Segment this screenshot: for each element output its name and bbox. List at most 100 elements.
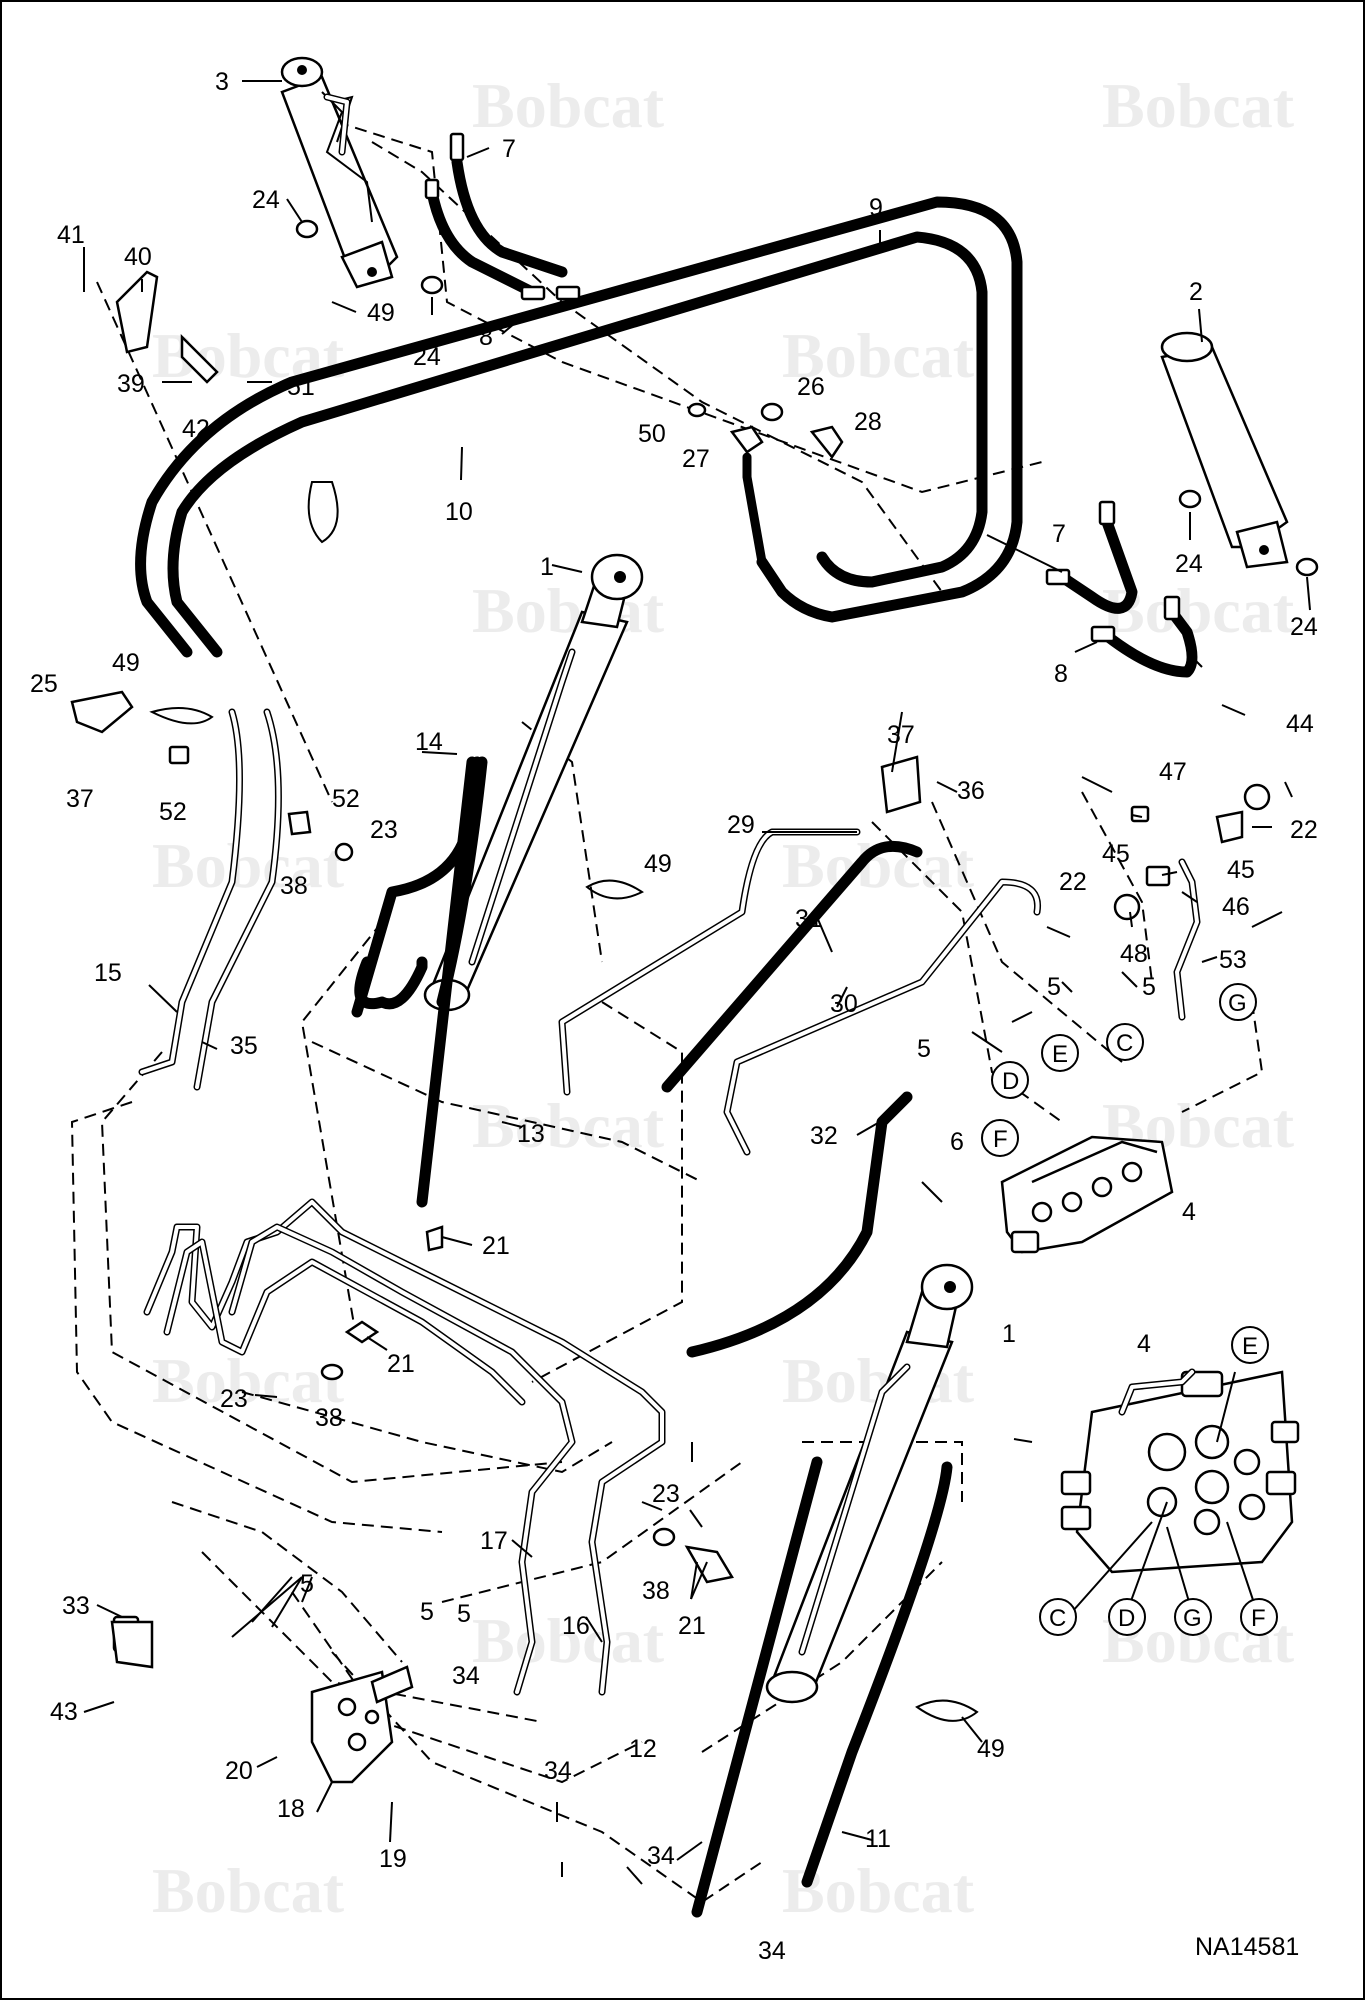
callout-22: 22 — [1290, 816, 1318, 844]
port-ref-f: F — [993, 1126, 1008, 1153]
watermark-layer: Bobcat Bobcat Bobcat Bobcat Bobcat Bobca… — [152, 70, 1295, 1926]
callout-52: 52 — [159, 798, 187, 826]
callout-5: 5 — [917, 1035, 931, 1063]
port-ref-g: G — [1228, 990, 1247, 1017]
callout-42: 42 — [182, 415, 210, 443]
callout-37: 37 — [887, 721, 915, 749]
callout-17: 17 — [480, 1527, 508, 1555]
callout-14: 14 — [415, 728, 443, 756]
callout-11: 11 — [865, 1825, 891, 1853]
callout-34: 34 — [758, 1937, 786, 1965]
callout-32: 32 — [810, 1122, 838, 1150]
callout-6: 6 — [950, 1128, 964, 1156]
callout-24: 24 — [252, 186, 280, 214]
callout-5: 5 — [457, 1600, 471, 1628]
port-ref-c: C — [1049, 1605, 1066, 1632]
callout-23: 23 — [652, 1480, 680, 1508]
callout-45: 45 — [1227, 856, 1255, 884]
callout-1: 1 — [1002, 1320, 1016, 1348]
callout-5: 5 — [420, 1598, 434, 1626]
cylinder-2 — [1160, 331, 1289, 569]
callout-20: 20 — [225, 1757, 253, 1785]
callout-leaders — [83, 80, 1311, 1885]
callout-40: 40 — [124, 243, 152, 271]
callout-38: 38 — [280, 872, 308, 900]
callout-15: 15 — [94, 959, 122, 987]
callout-24: 24 — [413, 343, 441, 371]
watermark-text: Bobcat — [782, 830, 975, 901]
callout-45: 45 — [1102, 840, 1130, 868]
callout-27: 27 — [682, 445, 710, 473]
watermark-text: Bobcat — [152, 1345, 345, 1416]
callout-4: 4 — [1182, 1198, 1196, 1226]
callout-49: 49 — [977, 1735, 1005, 1763]
callout-10: 10 — [445, 498, 473, 526]
callout-34: 34 — [452, 1662, 480, 1690]
callout-23: 23 — [370, 816, 398, 844]
hoses-long — [351, 756, 953, 1918]
cylinder-3 — [280, 56, 399, 289]
callout-5: 5 — [300, 1570, 314, 1598]
callout-23: 23 — [220, 1385, 248, 1413]
watermark-text: Bobcat — [472, 70, 665, 141]
callout-49: 49 — [112, 649, 140, 677]
lift-cylinder-1-upper — [423, 553, 644, 1012]
hoses-7-8-right — [1045, 500, 1198, 678]
callout-4: 4 — [1137, 1330, 1151, 1358]
watermark-text: Bobcat — [472, 1090, 665, 1161]
callout-7: 7 — [502, 135, 516, 163]
callout-12: 12 — [629, 1735, 657, 1763]
small-fittings — [70, 219, 1319, 1722]
callout-8: 8 — [1054, 660, 1068, 688]
callout-13: 13 — [517, 1120, 545, 1148]
callout-36: 36 — [957, 777, 985, 805]
callout-21: 21 — [678, 1612, 706, 1640]
callout-51: 51 — [287, 373, 315, 401]
callout-41: 41 — [57, 221, 85, 249]
callout-43: 43 — [50, 1698, 78, 1726]
callout-31: 31 — [795, 905, 823, 933]
port-ref-f: F — [1251, 1605, 1266, 1632]
tubes-rigid — [138, 708, 1201, 1696]
valve-18 — [310, 1665, 414, 1784]
watermark-text: Bobcat — [1102, 70, 1295, 141]
callout-16: 16 — [562, 1612, 590, 1640]
hose-loop-9-10 — [135, 196, 1023, 658]
callout-24: 24 — [1175, 550, 1203, 578]
callout-44: 44 — [1286, 710, 1314, 738]
callout-47: 47 — [1159, 758, 1187, 786]
watermark-text: Bobcat — [152, 1855, 345, 1926]
callout-46: 46 — [1222, 893, 1250, 921]
callout-50: 50 — [638, 420, 666, 448]
callout-29: 29 — [727, 811, 755, 839]
port-ref-circles: D E C G F E C D G F — [981, 983, 1278, 1636]
watermark-text: Bobcat — [782, 320, 975, 391]
port-ref-d: D — [1118, 1605, 1135, 1632]
callout-5: 5 — [1047, 973, 1061, 1001]
callout-37: 37 — [66, 785, 94, 813]
callout-34: 34 — [647, 1842, 675, 1870]
callout-21: 21 — [482, 1232, 510, 1260]
callout-24: 24 — [1290, 613, 1318, 641]
callout-48: 48 — [1120, 940, 1148, 968]
callout-38: 38 — [642, 1577, 670, 1605]
drawing-id: NA14581 — [1195, 1933, 1299, 1961]
callout-7: 7 — [1052, 520, 1066, 548]
callout-22: 22 — [1059, 868, 1087, 896]
port-ref-g: G — [1183, 1605, 1202, 1632]
callout-39: 39 — [117, 370, 145, 398]
callout-3: 3 — [215, 68, 229, 96]
callout-25: 25 — [30, 670, 58, 698]
port-ref-c: C — [1116, 1030, 1133, 1057]
callout-52: 52 — [332, 785, 360, 813]
callout-49: 49 — [644, 850, 672, 878]
callout-9: 9 — [869, 194, 883, 222]
callout-1: 1 — [540, 553, 554, 581]
port-ref-e: E — [1242, 1333, 1258, 1360]
callout-33: 33 — [62, 1592, 90, 1620]
callout-35: 35 — [230, 1032, 258, 1060]
callout-8: 8 — [479, 323, 493, 351]
callout-28: 28 — [854, 408, 882, 436]
